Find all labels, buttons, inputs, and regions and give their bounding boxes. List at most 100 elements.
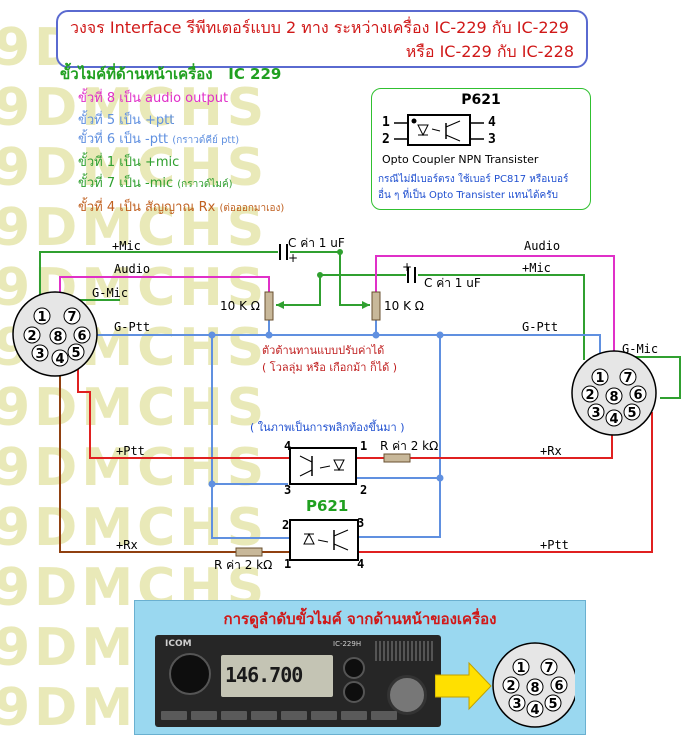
- pin1-dot: [411, 118, 417, 124]
- pin-number: 4: [609, 412, 618, 427]
- radio-button: [221, 711, 247, 720]
- light-arrow: [319, 465, 331, 469]
- pin-hole: [512, 658, 530, 676]
- junction-dot: [208, 331, 216, 339]
- wire-mic-right-2: [276, 274, 406, 306]
- wire-ptt-left: [77, 362, 290, 459]
- opto-pin-3: 3: [488, 132, 496, 147]
- pinout-item-text: ขั้วที่ 4 เป็น สัญญาณ Rx: [78, 200, 216, 215]
- pin: 7: [619, 368, 637, 386]
- pin-hole: [581, 385, 599, 403]
- opto-pin-2: 2: [382, 132, 390, 147]
- pin-number: 1: [595, 371, 604, 386]
- pinout-item-note: (กราวด์คีย์ ptt): [172, 135, 240, 146]
- pin-hole: [591, 368, 609, 386]
- pin-hole: [605, 387, 623, 405]
- pin: 7: [540, 658, 558, 676]
- u2-pin-3: 3: [357, 516, 364, 530]
- pin-hole: [605, 409, 623, 427]
- pin: 1: [33, 307, 51, 325]
- label-mic-right: +Mic: [522, 261, 551, 275]
- arrow-right-icon: [435, 661, 492, 711]
- pin-hole: [550, 676, 568, 694]
- pinout-item-text: ขั้วที่ 5 เป็น +ptt: [78, 113, 175, 128]
- pin-number: 2: [27, 329, 36, 344]
- capacitor-2: [407, 267, 416, 283]
- pinout-item: ขั้วที่ 4 เป็น สัญญาณ Rx (ต่อออกมาเอง): [78, 196, 284, 217]
- front-panel-box: การดูลำดับขั้วไมค์ จากด้านหน้าของเครื่อง…: [134, 600, 586, 735]
- pin-number: 6: [77, 329, 86, 344]
- front-socket-diagram: 1 7 2 8 6 3 4 5: [435, 642, 575, 728]
- label-gmic-right: G-Mic: [622, 342, 658, 356]
- pin-number: 6: [633, 388, 642, 403]
- pin-number: 7: [544, 661, 553, 676]
- pin-number: 1: [516, 661, 525, 676]
- led-icon: [303, 532, 315, 545]
- opto-info-box: P621 1 2 4 3 Opto Coupler NPN Transister…: [371, 88, 591, 210]
- radio-brand: ICOM: [165, 639, 192, 649]
- opto-symbol: [394, 114, 484, 146]
- junction-dot: [337, 249, 343, 255]
- junction-dot: [208, 480, 216, 488]
- pin-number: 4: [55, 352, 64, 367]
- pinout-item-note: (กราวด์ไมค์): [177, 179, 233, 190]
- label-cap-plus: +: [288, 251, 298, 265]
- wire-gnd-right-2: [358, 478, 441, 538]
- pinout-item-text: ขั้วที่ 8 เป็น audio output: [78, 91, 229, 106]
- pinout-heading-text: ขั้วไมค์ที่ด้านหน้าเครื่อง: [60, 65, 213, 83]
- label-res2: R ค่า 2 kΩ: [214, 558, 272, 572]
- pin: 6: [73, 326, 91, 344]
- pin-hole: [31, 344, 49, 362]
- pin: 6: [550, 676, 568, 694]
- pin-hole: [629, 385, 647, 403]
- pin: 8: [49, 327, 67, 345]
- squelch-knob: [343, 681, 365, 703]
- radio-button: [161, 711, 187, 720]
- opto-body: [407, 114, 471, 146]
- led-icon: [333, 459, 345, 472]
- pin-hole: [502, 676, 520, 694]
- potentiometer-1: [264, 291, 274, 321]
- radio-button: [251, 711, 277, 720]
- pinout-item-text: ขั้วที่ 7 เป็น -mic: [78, 176, 174, 191]
- pin-number: 1: [37, 310, 46, 325]
- wires-ptt: [77, 362, 653, 553]
- pin-number: 3: [35, 347, 44, 362]
- pinout-item: ขั้วที่ 1 เป็น +mic: [78, 151, 179, 172]
- pin: 1: [591, 368, 609, 386]
- label-cap2: C ค่า 1 uF: [424, 276, 481, 290]
- label-vr2: 10 K Ω: [384, 299, 424, 313]
- u2-pin-4: 4: [357, 557, 364, 571]
- opto-u2-body: [289, 519, 359, 561]
- label-gmic-left: G-Mic: [92, 286, 128, 300]
- pot-wiper-arrow: [362, 301, 370, 309]
- pin-hole: [544, 694, 562, 712]
- opto-u1: [289, 447, 357, 485]
- label-mic-left: +Mic: [112, 239, 141, 253]
- pin-hole: [508, 694, 526, 712]
- speaker-grille: [375, 641, 435, 661]
- radio-button: [371, 711, 397, 720]
- pin-hole: [623, 403, 641, 421]
- title-line-2: หรือ IC-229 กับ IC-228: [405, 42, 574, 61]
- u2-pin-1: 1: [284, 557, 291, 571]
- vr-note-1: ตัวต้านทานแบบปรับค่าได้: [262, 344, 384, 357]
- component-labels: C ค่า 1 uF + C ค่า 1 uF + 10 K Ω 10 K Ω …: [214, 236, 481, 572]
- label-gptt-left: G-Ptt: [114, 320, 150, 334]
- wire-labels: +Mic Audio G-Mic G-Ptt +Ptt +Rx Audio +M…: [92, 239, 658, 552]
- pin-number: 7: [67, 310, 76, 325]
- pin-number: 2: [585, 388, 594, 403]
- junctions-blue: [208, 331, 444, 488]
- pin: 3: [587, 403, 605, 421]
- pin-number: 8: [53, 330, 62, 345]
- title-line-1: วงจร Interface รีพีทเตอร์แบบ 2 ทาง ระหว่…: [70, 18, 569, 37]
- u1-pin-4: 4: [284, 439, 291, 453]
- vr-note-2: ( โวลลุ่ม หรือ เกือกม้า ก็ได้ ): [262, 360, 397, 374]
- wire-gnd-left: [211, 335, 288, 485]
- pin: 2: [581, 385, 599, 403]
- label-cap-plus: +: [402, 260, 412, 274]
- pin: 1: [512, 658, 530, 676]
- transistor-lead: [299, 455, 313, 463]
- junction-dot: [372, 331, 380, 339]
- capacitor-1: [279, 244, 288, 260]
